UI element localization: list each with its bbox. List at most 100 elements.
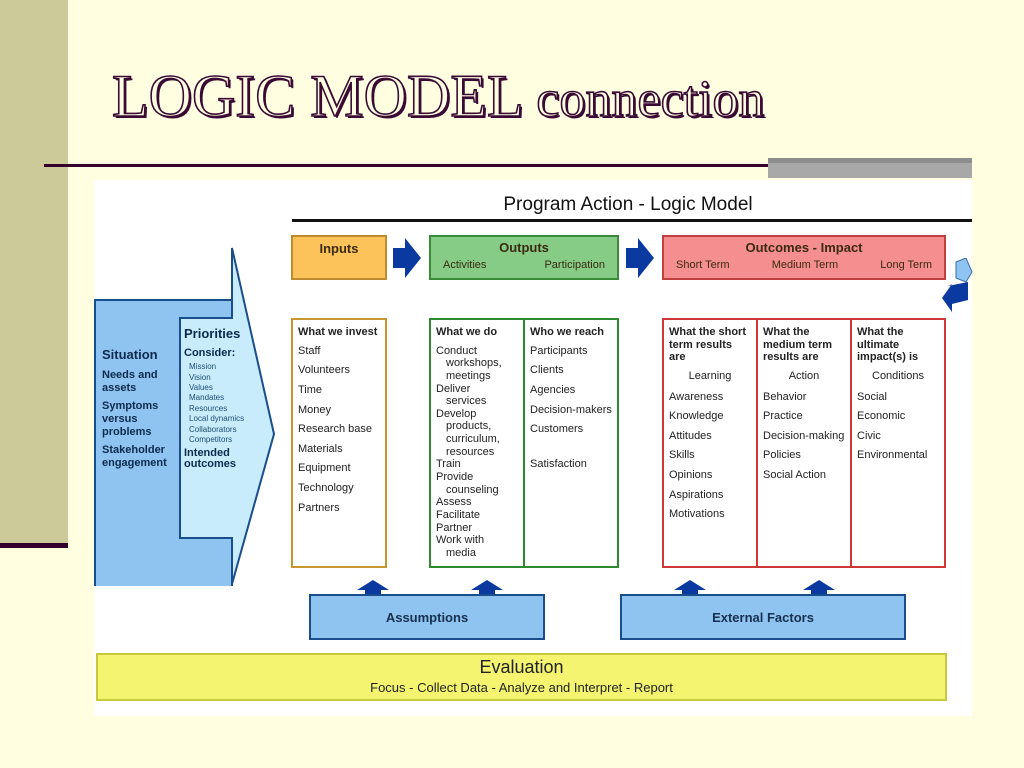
assumptions-label: Assumptions bbox=[385, 610, 469, 625]
short-term-item: Awareness bbox=[669, 390, 724, 403]
diagram-title: Program Action - Logic Model bbox=[503, 194, 753, 215]
up-arrow-icon bbox=[803, 580, 835, 596]
situation-priorities-arrow bbox=[94, 247, 276, 586]
up-arrow-icon bbox=[674, 580, 706, 596]
medium-term-heading: What the medium term results are bbox=[763, 326, 833, 364]
priority-item: Resources bbox=[189, 403, 228, 413]
medium-term-column: What the medium term results are Action … bbox=[756, 320, 850, 566]
up-arrow-icon bbox=[357, 580, 389, 596]
flow-arrow-icon bbox=[393, 238, 421, 278]
priority-item: Mandates bbox=[189, 393, 225, 403]
short-term-item: Attitudes bbox=[669, 429, 712, 442]
short-term-item: Motivations bbox=[669, 508, 725, 521]
inputs-column-heading: What we invest bbox=[298, 326, 378, 338]
sidebar-divider bbox=[0, 543, 68, 548]
outputs-sub-activities: Activities bbox=[443, 259, 487, 271]
evaluation-steps: Focus - Collect Data - Analyze and Inter… bbox=[370, 680, 673, 695]
long-term-column: What the ultimate impact(s) is Condition… bbox=[850, 320, 944, 566]
inputs-header: Inputs bbox=[291, 235, 387, 280]
slide-title-suffix: connection bbox=[536, 70, 766, 129]
evaluation-bar: Evaluation Focus - Collect Data - Analyz… bbox=[96, 653, 947, 701]
evaluation-heading: Evaluation bbox=[479, 657, 564, 677]
priority-item: Values bbox=[189, 382, 213, 392]
priority-item: Mission bbox=[189, 362, 217, 372]
outputs-header: Outputs Activities Participation bbox=[429, 235, 619, 280]
inputs-header-label: Inputs bbox=[319, 241, 359, 256]
activity-item: Train bbox=[436, 458, 461, 471]
activity-item: Assess bbox=[436, 496, 472, 509]
assumptions-box: Assumptions bbox=[309, 594, 545, 640]
situation-item: Needs and assets bbox=[102, 368, 158, 394]
input-item: Partners bbox=[298, 501, 340, 514]
external-factors-box: External Factors bbox=[620, 594, 906, 640]
medium-term-item: Policies bbox=[763, 449, 801, 462]
long-term-item: Social bbox=[857, 390, 887, 403]
short-term-item: Knowledge bbox=[669, 410, 724, 423]
long-term-item: Civic bbox=[857, 429, 881, 442]
priorities-intended-outcomes: Intended outcomes bbox=[184, 447, 236, 471]
outcomes-sub-short: Short Term bbox=[676, 259, 730, 271]
priorities-consider: Consider: bbox=[184, 346, 236, 359]
situation-item: Stakeholder engagement bbox=[102, 444, 167, 469]
short-term-category: Learning bbox=[688, 369, 732, 382]
slide-sidebar bbox=[0, 0, 68, 545]
priority-item: Collaborators bbox=[189, 424, 237, 434]
outcomes-sub-long: Long Term bbox=[880, 259, 932, 271]
slide-title: LOGIC MODEL connection bbox=[111, 62, 766, 131]
short-term-heading: What the short term results are bbox=[669, 326, 746, 364]
medium-term-item: Behavior bbox=[763, 390, 807, 403]
long-term-item: Economic bbox=[857, 410, 906, 423]
external-factors-label: External Factors bbox=[712, 610, 814, 625]
title-divider bbox=[44, 164, 972, 167]
short-term-item: Aspirations bbox=[669, 488, 724, 501]
long-term-category: Conditions bbox=[872, 369, 924, 382]
inputs-column: What we invest Staff Volunteers Time Mon… bbox=[291, 318, 387, 568]
outputs-header-label: Outputs bbox=[499, 240, 549, 255]
long-term-item: Environmental bbox=[857, 449, 928, 462]
priority-item: Local dynamics bbox=[189, 414, 245, 424]
participation-column: Who we reach Participants Clients Agenci… bbox=[523, 320, 617, 566]
flow-arrow-icon bbox=[626, 238, 654, 278]
input-item: Equipment bbox=[298, 462, 351, 475]
activity-item: Facilitate bbox=[436, 508, 481, 521]
short-term-item: Skills bbox=[669, 449, 695, 462]
participation-item: Agencies bbox=[530, 383, 576, 396]
participation-satisfaction: Satisfaction bbox=[530, 457, 587, 470]
situation-panel: Situation Needs and assets Symptoms vers… bbox=[102, 347, 174, 475]
medium-term-item: Social Action bbox=[763, 469, 826, 482]
activities-heading: What we do bbox=[436, 326, 498, 338]
outcomes-sub-medium: Medium Term bbox=[771, 259, 839, 271]
title-accent-bar bbox=[768, 158, 972, 178]
participation-item: Clients bbox=[530, 364, 564, 377]
feedback-cycle-icon bbox=[942, 258, 973, 312]
input-item: Research base bbox=[298, 423, 372, 436]
up-arrow-icon bbox=[471, 580, 503, 596]
participation-heading: Who we reach bbox=[530, 326, 604, 338]
outcomes-header-label: Outcomes - Impact bbox=[745, 240, 863, 255]
priority-item: Competitors bbox=[189, 434, 233, 444]
input-item: Money bbox=[298, 403, 332, 416]
input-item: Staff bbox=[298, 344, 321, 357]
short-term-column: What the short term results are Learning… bbox=[664, 320, 756, 566]
participation-item: Decision-makers bbox=[530, 403, 612, 416]
priority-item: Vision bbox=[189, 372, 211, 382]
priorities-arrow-shape bbox=[179, 247, 276, 585]
outcomes-column: What the short term results are Learning… bbox=[662, 318, 946, 568]
diagram-title-rule bbox=[292, 219, 972, 222]
medium-term-item: Decision-making bbox=[763, 429, 845, 442]
participation-item: Customers bbox=[530, 423, 584, 436]
input-item: Volunteers bbox=[298, 364, 350, 377]
long-term-heading: What the ultimate impact(s) is bbox=[857, 326, 919, 364]
input-item: Materials bbox=[298, 442, 343, 455]
priorities-panel: Priorities Consider: Mission Vision Valu… bbox=[184, 326, 264, 470]
input-item: Technology bbox=[298, 482, 354, 495]
medium-term-item: Practice bbox=[763, 410, 803, 423]
medium-term-category: Action bbox=[788, 369, 820, 382]
logic-model-diagram: Program Action - Logic Model Situation N… bbox=[94, 180, 973, 716]
